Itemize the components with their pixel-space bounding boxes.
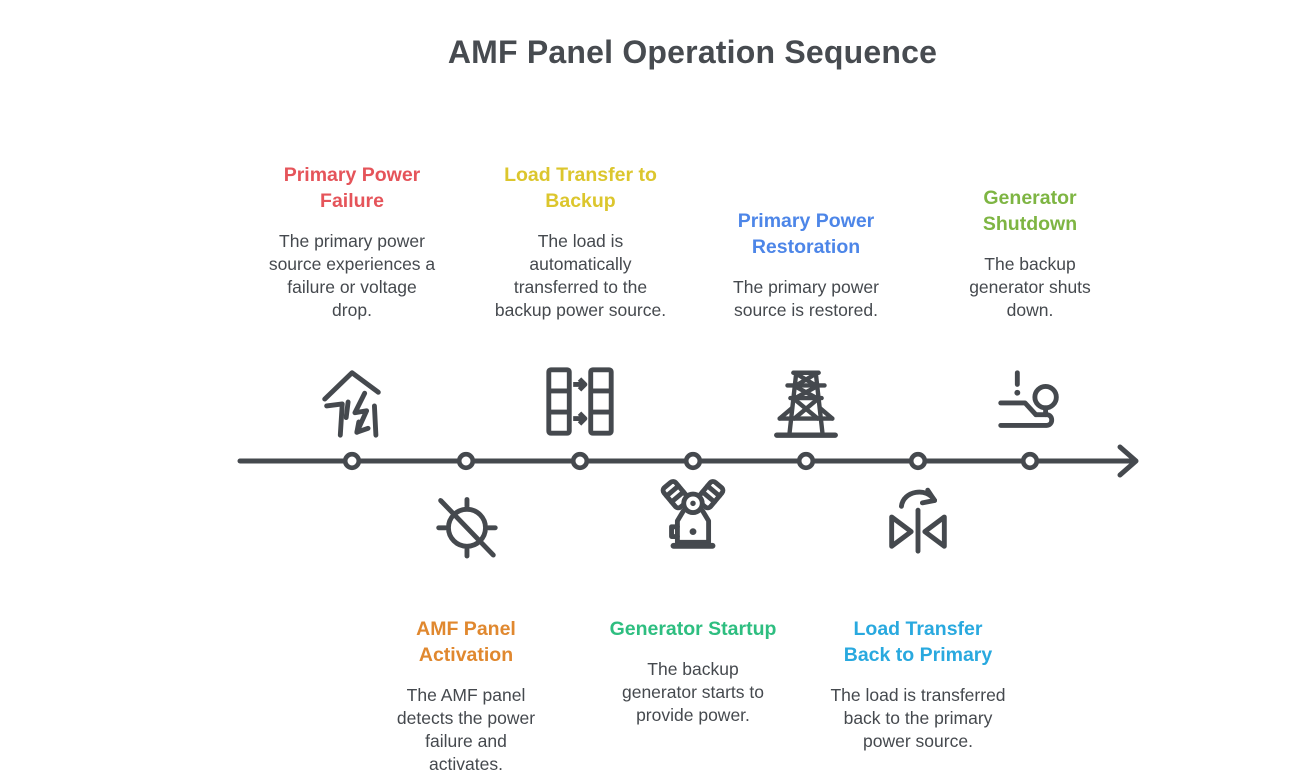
step-description: The load is automatically transferred to… (494, 231, 667, 321)
step-load-transfer-back-to-primary: Load Transfer Back to Primary The load i… (828, 616, 1008, 753)
step-description: The primary power source is restored. (733, 277, 879, 321)
step-heading: Load Transfer Back to Primary (843, 618, 993, 667)
page-title: AMF Panel Operation Sequence (447, 34, 938, 70)
shutdown-lever-icon (991, 363, 1069, 441)
transmission-tower-icon (767, 363, 845, 441)
step-heading: AMF Panel Activation (416, 618, 516, 667)
step-generator-startup: Generator Startup The backup generator s… (609, 616, 777, 727)
timeline-node (683, 451, 703, 471)
broken-house-lightning-icon (313, 363, 391, 441)
flip-switch-arrow-icon (879, 478, 957, 556)
step-description: The backup generator shuts down. (969, 254, 1091, 321)
step-heading: Primary Power Failure (283, 164, 421, 213)
step-heading: Generator Shutdown (982, 186, 1078, 236)
step-heading: Primary Power Restoration (737, 209, 875, 259)
step-description: The load is transferred back to the prim… (830, 685, 1006, 752)
step-load-transfer-to-backup: Load Transfer to Backup The load is auto… (493, 162, 668, 322)
timeline-arrowhead-icon (1117, 444, 1139, 478)
rack-transfer-arrows-icon (541, 363, 619, 441)
step-primary-power-failure: Primary Power Failure The primary power … (267, 162, 437, 322)
timeline-node (908, 451, 928, 471)
step-heading: Generator Startup (609, 618, 777, 640)
timeline-node (570, 451, 590, 471)
step-description: The primary power source experiences a f… (268, 231, 436, 321)
timeline-node (342, 451, 362, 471)
step-description: The AMF panel detects the power failure … (396, 685, 536, 775)
step-description: The backup generator starts to provide p… (621, 659, 765, 725)
timeline-node (456, 451, 476, 471)
slashed-dial-icon (427, 481, 505, 559)
timeline-node (1020, 451, 1040, 471)
timeline-node (796, 451, 816, 471)
step-primary-power-restoration: Primary Power Restoration The primary po… (718, 208, 894, 322)
step-amf-panel-activation: AMF Panel Activation The AMF panel detec… (386, 616, 546, 776)
engine-icon (654, 478, 732, 556)
step-generator-shutdown: Generator Shutdown The backup generator … (955, 185, 1105, 322)
step-heading: Load Transfer to Backup (504, 164, 657, 213)
